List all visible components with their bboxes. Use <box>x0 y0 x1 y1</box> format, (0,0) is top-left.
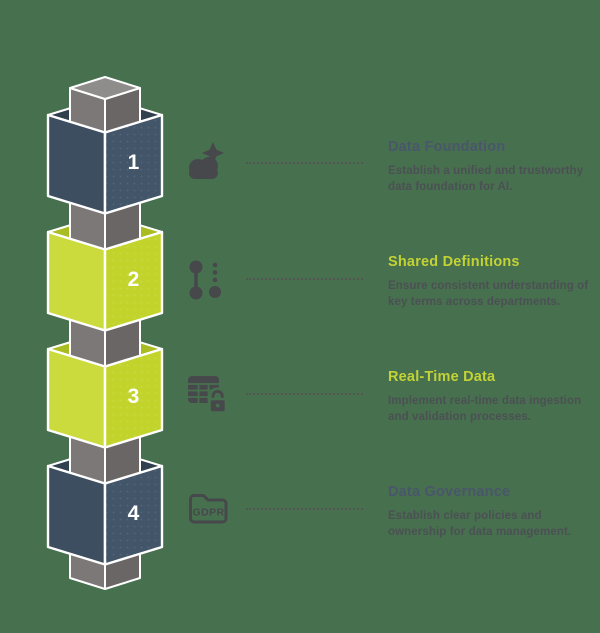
cube-2-left-face <box>46 230 107 332</box>
cube-4-texture <box>105 466 162 565</box>
cube-3-number: 3 <box>128 385 140 408</box>
leader-line-1 <box>246 162 363 164</box>
step-4-title: Data Governance <box>388 484 511 500</box>
step-1-text: Data Foundation Establish a unified and … <box>388 139 600 196</box>
cube-2: 2 <box>46 230 164 332</box>
step-3-description: Implement real-time data ingestion and v… <box>388 395 582 424</box>
step-4-text: Data Governance Establish clear policies… <box>388 484 600 541</box>
cube-4: 4 <box>46 464 164 566</box>
leader-line-3 <box>246 393 363 395</box>
cube-1-number: 1 <box>128 151 140 174</box>
cube-4-left-face <box>46 464 107 566</box>
step-1-description: Establish a unified and trustworthy data… <box>388 165 584 194</box>
gdpr-folder-icon: GDPR <box>189 494 228 524</box>
cube-3-texture <box>105 349 162 448</box>
gdpr-label: GDPR <box>193 507 225 519</box>
cube-3: 3 <box>46 347 164 449</box>
step-4-description: Establish clear policies and ownership f… <box>388 510 572 539</box>
cube-1-left-face <box>46 113 107 215</box>
cube-2-number: 2 <box>128 268 140 291</box>
cube-2-texture <box>105 232 162 331</box>
step-2-title: Shared Definitions <box>388 254 520 270</box>
cube-stack-graphic: 1 2 3 4 <box>46 76 164 590</box>
route-icon <box>189 260 221 300</box>
step-3-title: Real-Time Data <box>388 369 496 385</box>
ai-cloud-icon <box>189 142 224 179</box>
leader-line-4 <box>246 508 363 510</box>
leader-line-2 <box>246 278 363 280</box>
step-2-description: Ensure consistent understanding of key t… <box>388 280 589 309</box>
cube-1: 1 <box>46 113 164 215</box>
step-1-title: Data Foundation <box>388 139 506 155</box>
cube-3-left-face <box>46 347 107 449</box>
step-2-text: Shared Definitions Ensure consistent und… <box>388 254 600 311</box>
step-3-text: Real-Time Data Implement real-time data … <box>388 369 600 426</box>
pole-top-face <box>69 76 141 100</box>
cube-1-texture <box>105 115 162 214</box>
center-pole <box>69 76 141 590</box>
cube-4-number: 4 <box>128 502 140 525</box>
secure-table-icon <box>188 376 228 414</box>
